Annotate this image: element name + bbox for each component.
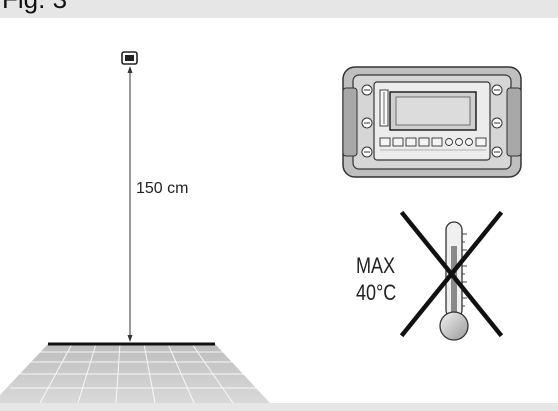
floor <box>0 342 270 404</box>
distance-arrow <box>127 66 133 342</box>
temperature-limit-label: 40°C <box>356 280 397 305</box>
footer-bar <box>0 403 558 411</box>
max-label: MAX <box>356 253 396 278</box>
cross-out-icon <box>399 210 504 338</box>
thermostat-device-icon <box>342 66 522 178</box>
page-title: Fig. 3 <box>2 0 67 14</box>
header-bar: Fig. 3 <box>0 0 558 18</box>
distance-label: 150 cm <box>136 180 189 197</box>
wall-sensor-icon <box>121 51 138 65</box>
